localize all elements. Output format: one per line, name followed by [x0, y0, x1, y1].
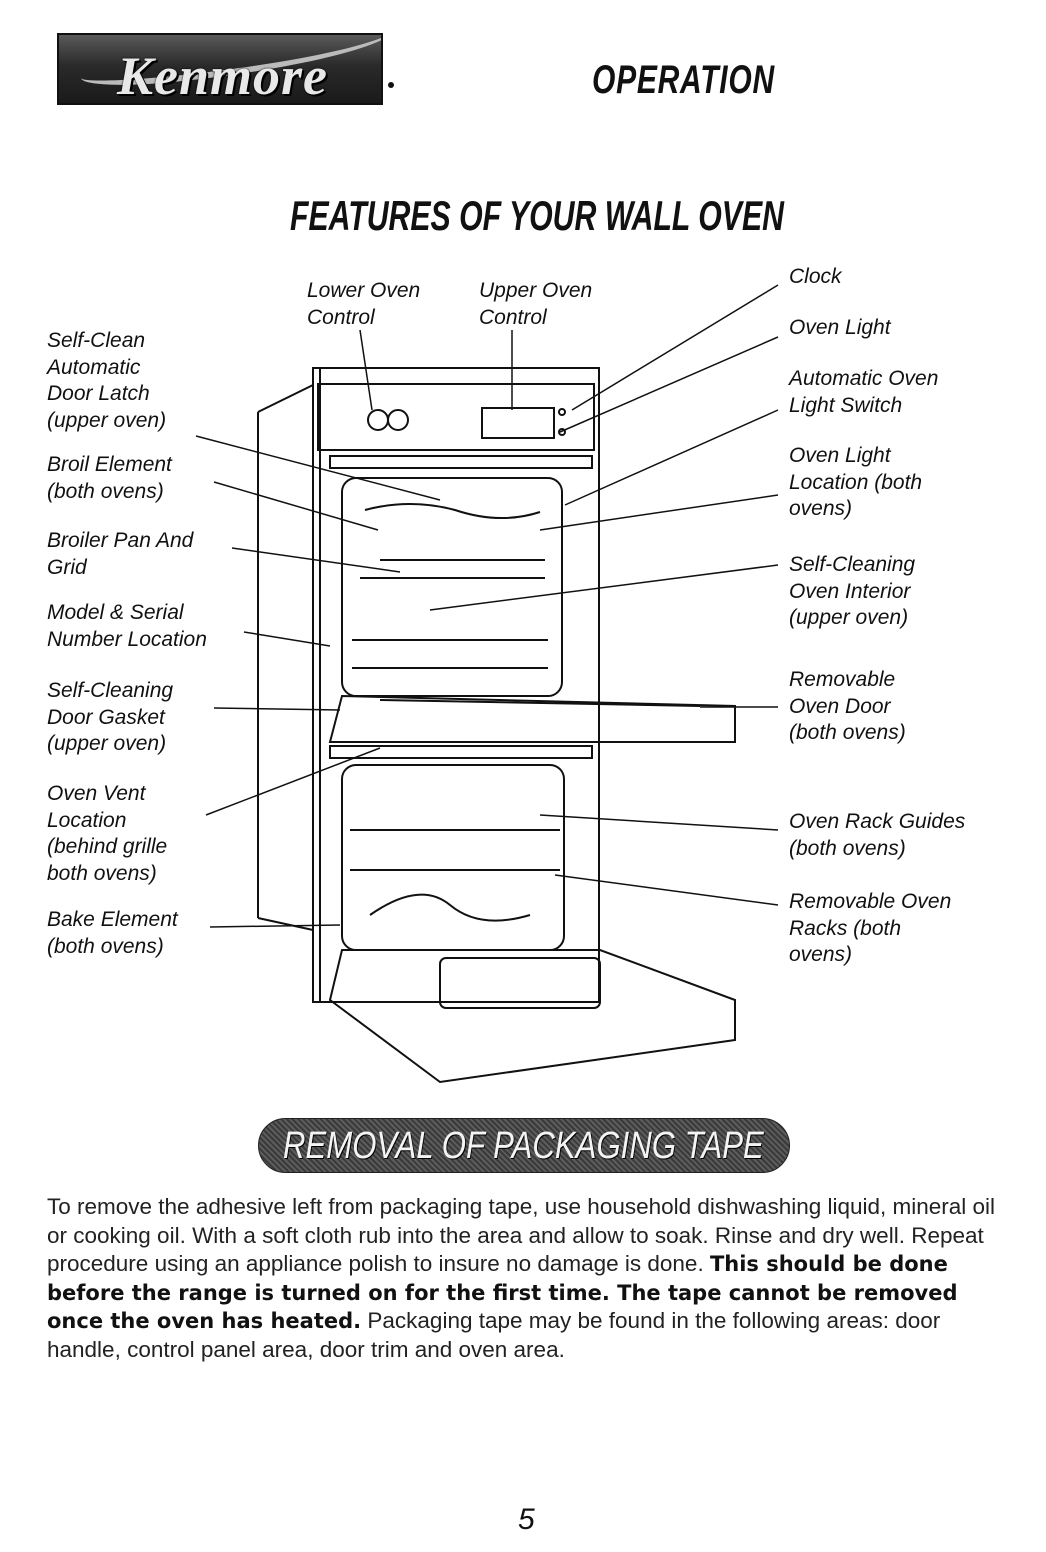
label-broil-element: Broil Element (both ovens) — [47, 453, 172, 503]
label-clock: Clock — [789, 265, 842, 288]
upper-oven-cavity — [341, 477, 563, 697]
upper-oven-door — [328, 694, 736, 743]
kenmore-logo: Kenmore — [57, 33, 383, 105]
label-upper-oven-control: Upper Oven Control — [479, 279, 593, 329]
lower-oven-door — [328, 949, 736, 1084]
label-self-clean-door-latch: Self-Clean Automatic Door Latch (upper o… — [47, 329, 167, 432]
label-model-serial: Model & Serial Number Location — [47, 601, 207, 651]
bake-element — [369, 893, 531, 922]
label-oven-light: Oven Light — [789, 316, 891, 339]
lower-oven-control-knob — [367, 409, 389, 431]
control-panel — [317, 383, 595, 451]
label-auto-light-switch: Automatic Oven Light Switch — [789, 367, 939, 417]
logo-trademark-dot — [388, 82, 394, 88]
label-rack-guides: Oven Rack Guides (both ovens) — [789, 810, 966, 860]
label-lower-oven-control: Lower Oven Control — [307, 279, 421, 329]
page-number: 5 — [518, 1503, 535, 1536]
broil-element — [364, 503, 541, 519]
lower-door-window — [439, 957, 601, 1009]
label-bake-element: Bake Element (both ovens) — [47, 908, 178, 958]
banner-title: REMOVAL OF PACKAGING TAPE — [283, 1125, 764, 1167]
auto-light-switch — [558, 428, 566, 436]
instructions-outro: Packaging tape may be found in the follo… — [47, 1308, 941, 1362]
lower-vent-grille — [329, 745, 593, 759]
section-title: FEATURES OF YOUR WALL OVEN — [290, 192, 784, 239]
packaging-tape-instructions: To remove the adhesive left from packagi… — [47, 1193, 997, 1365]
upper-oven-control-knob — [387, 409, 409, 431]
label-light-location: Oven Light Location (both ovens) — [789, 444, 923, 520]
page-header-title: OPERATION — [592, 58, 775, 102]
label-oven-vent: Oven Vent Location (behind grille both o… — [47, 782, 168, 885]
label-removable-door: Removable Oven Door (both ovens) — [789, 668, 906, 744]
label-door-gasket: Self-Cleaning Door Gasket (upper oven) — [47, 679, 174, 755]
lower-oven-cavity — [341, 764, 565, 951]
label-broiler-pan: Broiler Pan And Grid — [47, 529, 194, 579]
label-removable-racks: Removable Oven Racks (both ovens) — [789, 890, 952, 966]
oven-cabinet-frame — [312, 367, 600, 1003]
oven-light-button — [558, 408, 566, 416]
packaging-tape-banner: REMOVAL OF PACKAGING TAPE — [258, 1118, 790, 1173]
instructions-warning: This should be done before the range is … — [47, 1252, 958, 1334]
upper-vent-grille — [329, 455, 593, 469]
logo-text: Kenmore — [117, 46, 329, 105]
instructions-intro: To remove the adhesive left from packagi… — [47, 1194, 996, 1277]
control-display — [481, 407, 555, 439]
label-self-cleaning-interior: Self-Cleaning Oven Interior (upper oven) — [789, 553, 916, 629]
